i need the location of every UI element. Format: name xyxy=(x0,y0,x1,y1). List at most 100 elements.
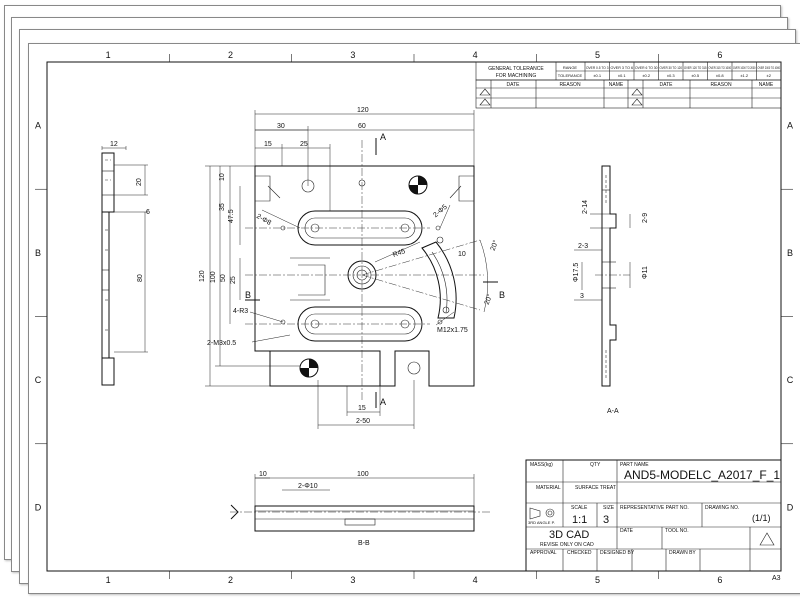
drawing-frame xyxy=(46,61,782,572)
dim-left-6: 6 xyxy=(146,209,150,216)
column-label-bottom: 3 xyxy=(350,575,355,585)
row-label-left: B xyxy=(35,248,41,258)
dim-2-phi8: 2-Φ8 xyxy=(255,213,272,227)
column-label-top: 4 xyxy=(473,50,478,60)
mass-label: MASS(kg) xyxy=(530,462,553,468)
row-label-right: C xyxy=(787,375,794,385)
section-bb-view: 100 10 2-Φ10 B-B xyxy=(230,471,490,547)
column-label-bottom: 6 xyxy=(717,575,722,585)
tolerance-table: GENERAL TOLERANCE FOR MACHINING RANGE TO… xyxy=(475,61,782,81)
drawing-sheet xyxy=(28,43,800,594)
qty-label: QTY xyxy=(590,462,601,468)
column-label-top: 5 xyxy=(595,50,600,60)
approval-label: APPROVAL xyxy=(530,550,557,556)
sheet-size-label: A3 xyxy=(772,575,781,582)
dim-15: 15 xyxy=(264,141,272,148)
dim-47-5: 47.5 xyxy=(228,209,235,223)
tolerance-range: OVER 120 TO 315 xyxy=(684,65,707,70)
projection-label: 3RD ANGLE P. xyxy=(528,520,555,525)
dim-120-top: 120 xyxy=(357,107,369,114)
tolerance-value: ±0.1 xyxy=(593,73,602,78)
dim-4-r3: 4-R3 xyxy=(233,308,248,315)
column-label-top: 3 xyxy=(350,50,355,60)
dim-30: 30 xyxy=(277,123,285,130)
section-a-bottom: A xyxy=(380,397,386,407)
tolerance-title-2: FOR MACHINING xyxy=(496,73,537,79)
dim-2-14: 2-14 xyxy=(582,200,589,214)
column-label-bottom: 2 xyxy=(228,575,233,585)
title-block: MASS(kg) QTY PART NAME AND5-MODELC_A2017… xyxy=(525,459,782,572)
drawn-label: DRAWN BY xyxy=(669,550,696,556)
dim-bb-2-phi10: 2-Φ10 xyxy=(298,483,318,490)
dim-bb-100: 100 xyxy=(357,471,369,478)
dim-left-20: 20 xyxy=(136,178,143,186)
dim-2-3: 2-3 xyxy=(578,243,588,250)
date-label: DATE xyxy=(620,528,634,534)
range-label: RANGE xyxy=(563,65,578,70)
drawing-no-label: DRAWING NO. xyxy=(705,505,739,511)
tolerance-range: OVER 315 TO 1000 xyxy=(709,65,732,70)
surface-label: SURFACE TREAT xyxy=(575,485,616,491)
dim-35: 35 xyxy=(219,203,226,211)
rep-part-label: REPRESENTATIVE PART NO. xyxy=(620,505,689,511)
revision-header: REASON xyxy=(559,82,581,88)
dim-2-50: 2-50 xyxy=(356,418,370,425)
dim-15-bottom: 15 xyxy=(358,405,366,412)
tolerance-value: ±0.8 xyxy=(716,73,725,78)
size-value: 3 xyxy=(603,514,609,526)
tolerance-value: ±0.3 xyxy=(667,73,676,78)
row-label-left: A xyxy=(35,121,41,131)
tolerance-value: ±0.5 xyxy=(691,73,700,78)
tolerance-range: OVER 3 TO 6 xyxy=(611,65,634,70)
dim-left-12: 12 xyxy=(110,141,118,148)
dim-2-m3: 2-M3x0.5 xyxy=(207,340,236,347)
part-name-label: PART NAME xyxy=(620,462,649,468)
revision-header: REASON xyxy=(710,82,732,88)
front-view: A A B B 120 30 60 15 25 120 100 10 35 47… xyxy=(199,107,505,429)
revision-header: DATE xyxy=(507,82,521,88)
designed-label: DESIGNED BY xyxy=(600,550,635,556)
revision-header: NAME xyxy=(759,82,774,88)
cad-note: REVISE ONLY ON CAD xyxy=(540,542,594,548)
sheet-count: (1/1) xyxy=(752,513,771,523)
dim-60: 60 xyxy=(358,123,366,130)
column-label-bottom: 1 xyxy=(106,575,111,585)
tool-no-label: TOOL NO. xyxy=(665,528,689,534)
dim-50: 50 xyxy=(220,274,227,282)
projection-symbol-icon xyxy=(529,507,555,520)
tolerance-value: ±0.1 xyxy=(618,73,627,78)
row-label-right: B xyxy=(787,248,793,258)
checked-label: CHECKED xyxy=(567,550,592,556)
tolerance-title-1: GENERAL TOLERANCE xyxy=(488,66,544,72)
material-label: MATERIAL xyxy=(536,485,561,491)
column-label-top: 2 xyxy=(228,50,233,60)
dim-2-9: 2-9 xyxy=(642,213,649,223)
row-label-right: A xyxy=(787,121,793,131)
column-label-top: 1 xyxy=(106,50,111,60)
section-bb-label: B-B xyxy=(358,540,370,547)
dim-20deg-bottom: 20° xyxy=(483,293,494,306)
scale-label: SCALE xyxy=(571,505,588,511)
revision-header: DATE xyxy=(660,82,674,88)
dim-120-left: 120 xyxy=(199,270,206,282)
revision-triangle-icon xyxy=(759,532,775,546)
column-label-bottom: 5 xyxy=(595,575,600,585)
tolerance-range: OVER 1000 TO 2000 xyxy=(733,65,756,70)
dim-2-phi5: 2-Φ5 xyxy=(432,204,449,220)
dim-10: 10 xyxy=(219,173,226,181)
dim-3: 3 xyxy=(580,293,584,300)
dim-left-80: 80 xyxy=(137,274,144,282)
part-name: AND5-MODELC_A2017_F_1 xyxy=(624,468,780,482)
tolerance-label: TOLERANCE xyxy=(558,73,583,78)
tolerance-range: OVER 0.5 TO 3 xyxy=(586,65,609,70)
left-side-view: 12 20 6 80 xyxy=(101,141,150,386)
dim-phi11: Φ11 xyxy=(642,266,649,279)
section-aa-view: 2-14 2-9 2-3 Φ17.5 Φ11 3 A-A xyxy=(573,165,649,415)
dim-phi17-5: Φ17.5 xyxy=(573,263,580,282)
scale-value: 1:1 xyxy=(572,514,587,526)
tolerance-value: ±2 xyxy=(767,73,772,78)
column-label-bottom: 4 xyxy=(473,575,478,585)
dim-m12: M12x1.75 xyxy=(437,327,468,334)
